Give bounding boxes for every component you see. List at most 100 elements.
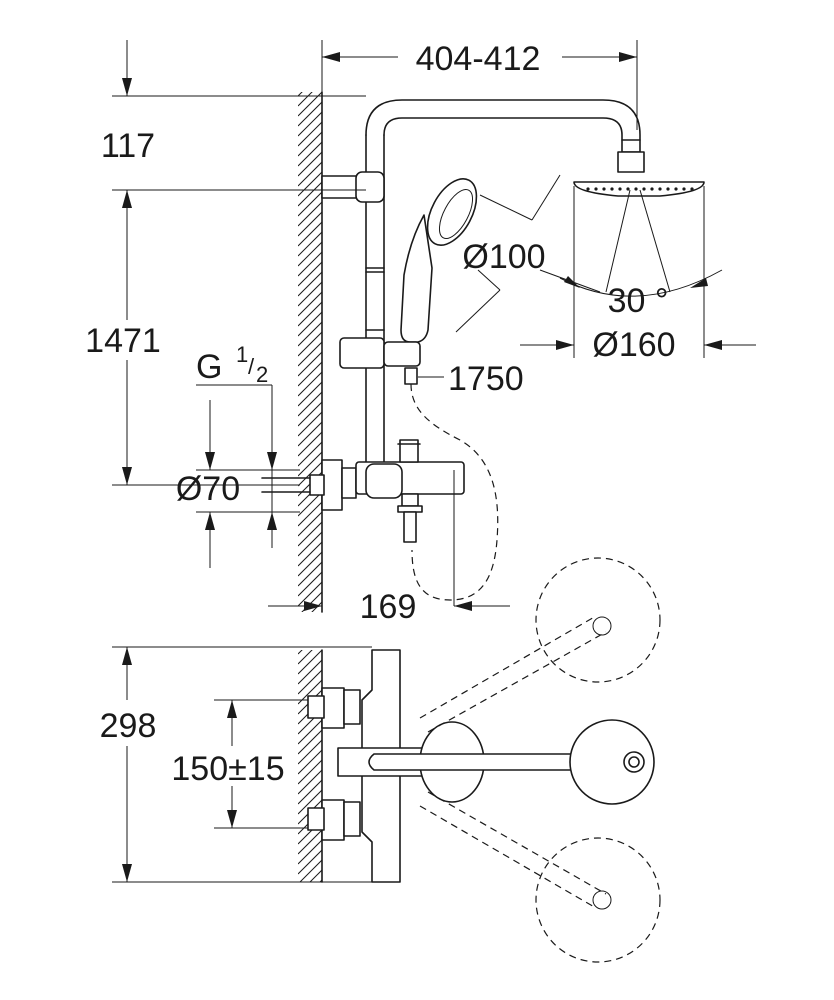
wall-hatch-line [298, 111, 322, 137]
dim-spray-angle: 30 ° [608, 282, 669, 320]
dim-column-height: 1471 [85, 322, 161, 360]
dim-spout-projection: 169 [360, 588, 417, 626]
wall-bracket [321, 171, 385, 203]
spray-nozzle [690, 187, 694, 191]
wall-hatch-line [298, 311, 322, 337]
wall-hatch-line [298, 92, 313, 107]
wall-hatch-line [298, 541, 322, 567]
wall-hatch-line [298, 301, 322, 327]
wall-hatch-line [298, 181, 322, 207]
wall-hatch-line [298, 381, 322, 407]
spray-nozzle [594, 187, 598, 191]
wall-hatch-line [298, 461, 322, 487]
spray-nozzle [682, 187, 686, 191]
wall-hatch-line [298, 659, 322, 685]
wall-hatch-line [298, 62, 322, 86]
wall-hatch-line [298, 910, 322, 934]
wall-hatch-line [298, 371, 322, 397]
wall-hatch-line [298, 839, 322, 865]
dim-top-offset: 117 [101, 127, 155, 165]
wall-hatch-line [298, 491, 322, 517]
wall-hatch-line [298, 620, 322, 644]
wall-hatch-line [298, 650, 303, 655]
wall-hatch-line [298, 431, 322, 457]
wall-hatch-line [298, 849, 322, 875]
wall-hatch-line [298, 501, 322, 527]
arm-swing-positions [419, 557, 661, 963]
wall-hatch-line [298, 401, 322, 427]
dim-connection-spacing: 150±15 [171, 750, 284, 788]
wall-hatch-line [298, 361, 322, 387]
wall-hatch-line [298, 101, 322, 127]
wall-hatch-line [298, 441, 322, 467]
wall-hatch-line [298, 351, 322, 377]
wall-hatch-line [309, 869, 322, 882]
wall-hatch-line [319, 879, 322, 882]
wall-hatch-line [298, 769, 322, 795]
spray-nozzle [610, 187, 614, 191]
dimension-labels: 404-412 117 1471 G 1 / 2 Ø70 Ø100 30 ° Ø… [85, 40, 675, 788]
wall-hatch-line [298, 271, 322, 297]
wall-hatch-line [298, 900, 322, 924]
wall-hatch-line [298, 92, 303, 97]
wall-hatch-line [298, 421, 322, 447]
wall-hatch-line [298, 171, 322, 197]
wall-hatch-line [298, 581, 322, 607]
wall-hatch-line [298, 749, 322, 775]
wall-hatch-line [298, 531, 322, 557]
dimension-arrowheads [122, 52, 722, 882]
mixer-plan-view [307, 649, 655, 883]
wall-hatch-line [298, 341, 322, 367]
wall-hatch-line [298, 281, 322, 307]
dim-thread-main: G [196, 348, 222, 386]
wall-hatch-line [298, 551, 322, 577]
wall-hatch-line [298, 669, 322, 695]
wall-hatch-line [298, 521, 322, 547]
slider-holder [339, 337, 421, 385]
wall-hatch-line [298, 451, 322, 477]
spray-nozzle [666, 187, 670, 191]
wall-hatch-line [298, 650, 322, 675]
wall-hatch-line [298, 890, 322, 914]
wall-hatch-line [298, 121, 322, 147]
wall-hatch-line [298, 321, 322, 347]
wall-hatch-line [298, 779, 322, 805]
wall-hatch-line [321, 611, 322, 612]
spray-nozzle [602, 187, 606, 191]
spray-nozzle [634, 187, 638, 191]
wall-hatch-line [298, 261, 322, 287]
wall-hatch-line [298, 291, 322, 317]
dimension-lines [112, 40, 756, 883]
wall-hatch-line [298, 201, 322, 227]
wall-hatch-line [298, 729, 322, 755]
wall-hatch-line [298, 251, 322, 277]
wall-hatch-line [298, 622, 322, 646]
wall-hatch-line [298, 231, 322, 257]
wall-hatch-line [298, 211, 322, 237]
wall-plan-view [298, 620, 323, 934]
wall-hatch-line [299, 859, 322, 882]
spray-nozzle [586, 187, 590, 191]
spray-nozzle [626, 187, 630, 191]
shower-hose [410, 383, 499, 601]
spray-nozzle [642, 187, 646, 191]
wall-hatch-line [298, 161, 322, 187]
wall-hatch-line [298, 221, 322, 247]
wall-hatch-line [298, 739, 322, 765]
dim-head-diameter: Ø160 [592, 326, 675, 364]
wall-hatch-line [298, 141, 322, 167]
dim-hand-shower-diameter: Ø100 [462, 238, 545, 276]
wall-hatch-line [298, 151, 322, 177]
wall-hatch-line [298, 571, 322, 597]
wall-hatch-line [298, 829, 322, 855]
wall-top-view [298, 62, 323, 646]
wall-hatch-line [298, 789, 322, 815]
overhead-shower-head [573, 139, 705, 293]
dim-thread-slash: / [248, 354, 255, 379]
dim-hose-length: 1750 [448, 360, 524, 398]
spray-nozzle [658, 187, 662, 191]
wall-hatch-line [298, 719, 322, 745]
wall-hatch-line [298, 191, 322, 217]
dim-mixer-depth: 298 [100, 707, 157, 745]
